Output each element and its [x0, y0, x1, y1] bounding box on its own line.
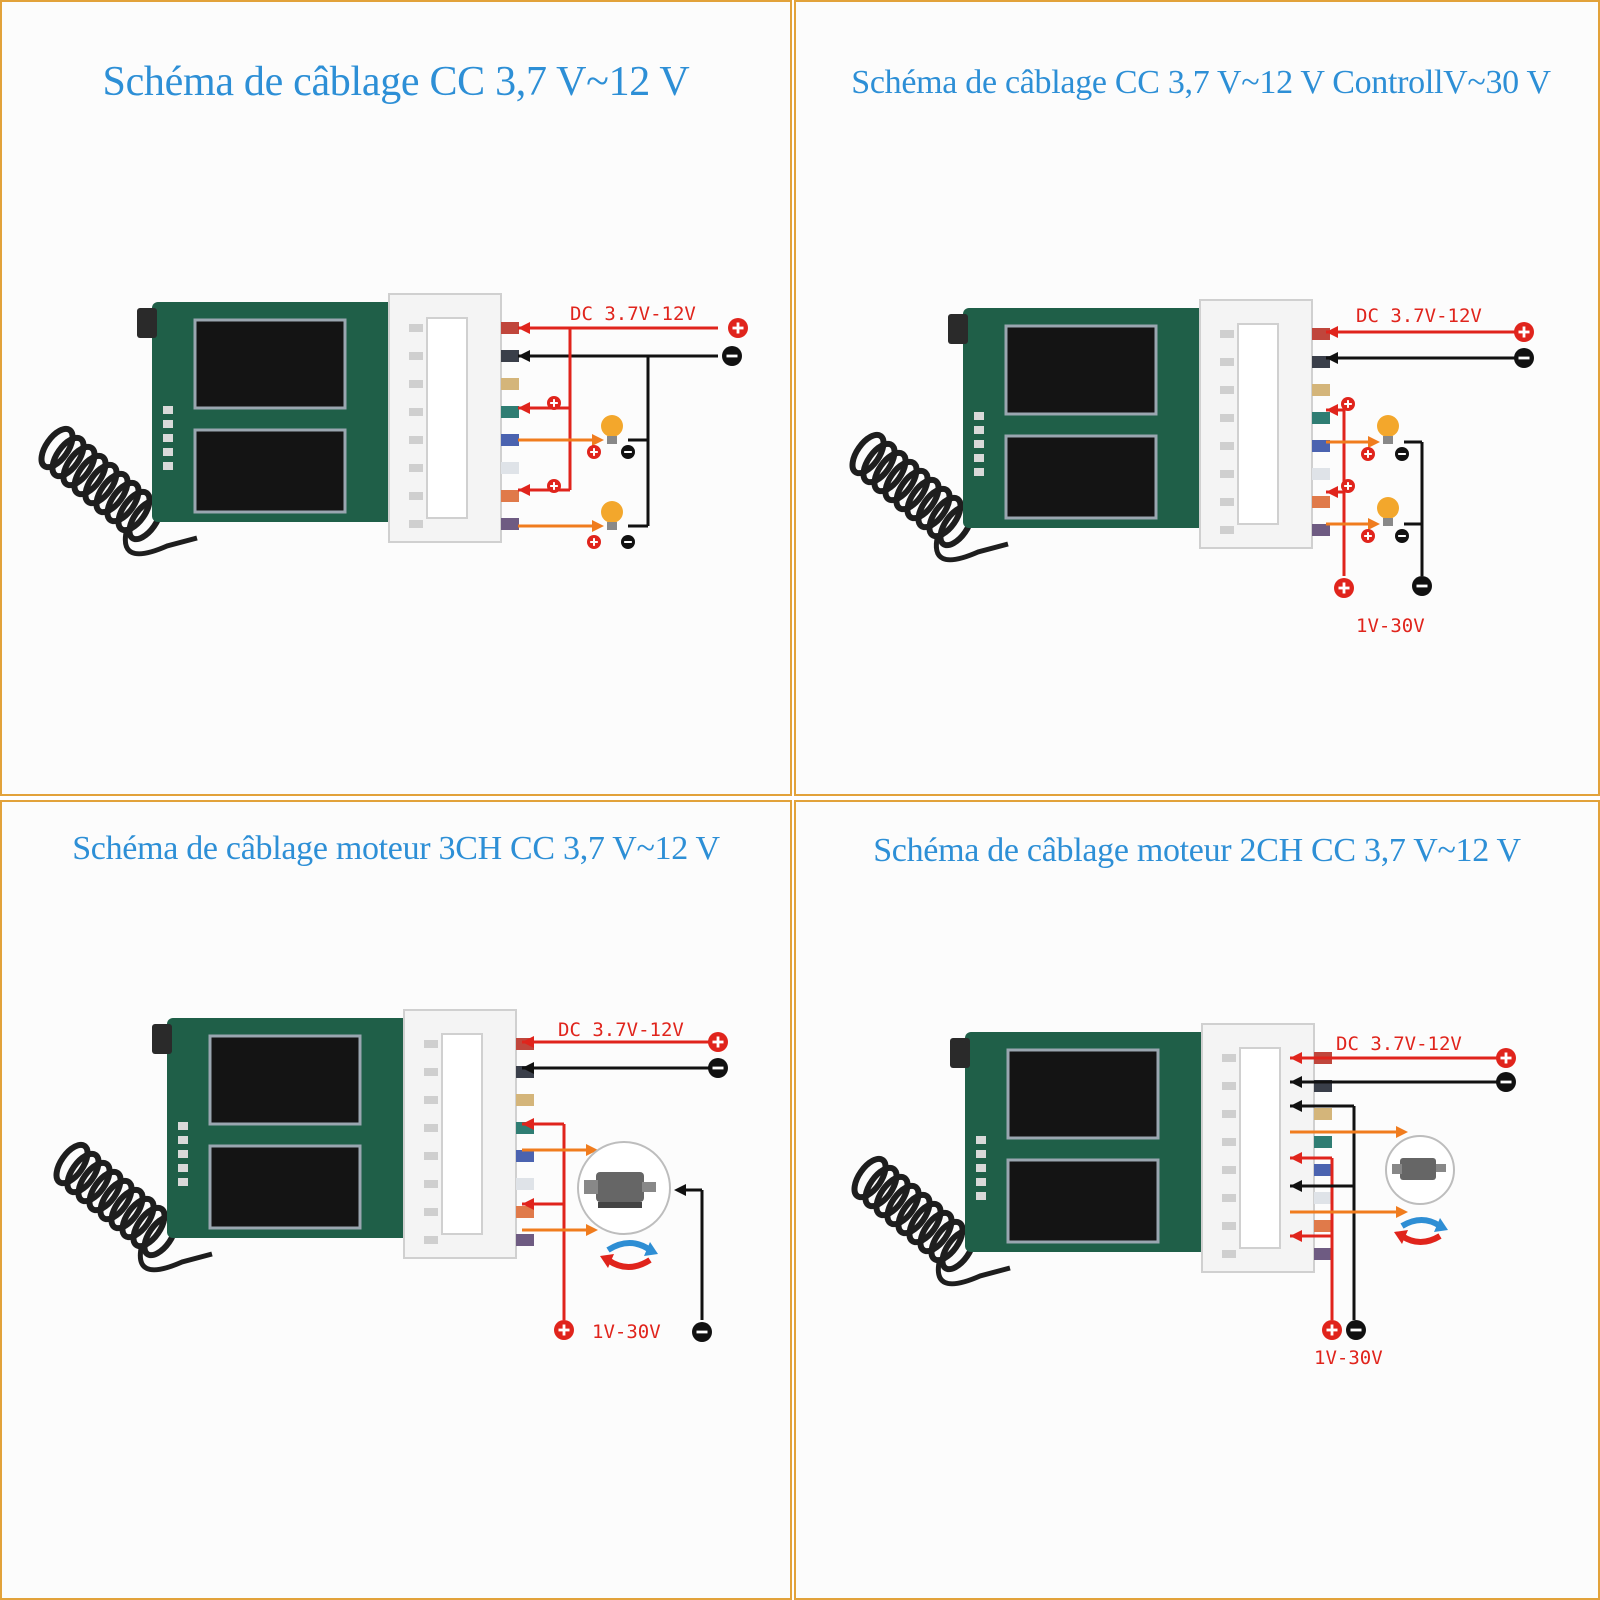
lamp-icon: [1377, 415, 1399, 444]
receiver-module: [849, 299, 1330, 563]
receiver-module: [53, 1009, 534, 1273]
control-voltage-label: 1V-30V: [1356, 615, 1425, 637]
negative-terminal-icon: [1395, 529, 1409, 543]
rotation-arrows-icon: [600, 1240, 658, 1270]
positive-terminal-icon: [728, 318, 748, 338]
wiring-diagram: DC 3.7V-12V: [851, 1023, 1516, 1369]
negative-terminal-icon: [708, 1058, 728, 1078]
positive-terminal-icon: [1361, 529, 1375, 543]
motor-icon: [1385, 1135, 1455, 1205]
wiring-diagram: DC 3.7V-12V: [849, 299, 1534, 637]
negative-terminal-icon: [1412, 576, 1432, 596]
negative-terminal-icon: [692, 1322, 712, 1342]
negative-terminal-icon: [1346, 1320, 1366, 1340]
supply-voltage-label: DC 3.7V-12V: [1356, 305, 1482, 327]
wiring-diagram: DC 3.7V-12V: [38, 293, 748, 557]
positive-terminal-icon: [554, 1320, 574, 1340]
positive-terminal-icon: [587, 535, 601, 549]
negative-terminal-icon: [722, 346, 742, 366]
negative-terminal-icon: [621, 535, 635, 549]
positive-terminal-icon: [1514, 322, 1534, 342]
supply-voltage-label: DC 3.7V-12V: [570, 303, 696, 325]
control-voltage-label: 1V-30V: [592, 1321, 661, 1343]
positive-terminal-icon: [1334, 578, 1354, 598]
panel-wiring-lamps-controlled: Schéma de câblage CC 3,7 V~12 V Controll…: [794, 0, 1600, 796]
negative-terminal-icon: [1514, 348, 1534, 368]
wires: [1290, 1052, 1500, 1320]
receiver-module: [38, 293, 519, 557]
lamp-icon: [601, 501, 623, 530]
rotation-arrows-icon: [1394, 1217, 1448, 1245]
positive-terminal-icon: [1496, 1048, 1516, 1068]
supply-voltage-label: DC 3.7V-12V: [558, 1019, 684, 1041]
positive-terminal-icon: [1341, 479, 1355, 493]
negative-terminal-icon: [1496, 1072, 1516, 1092]
panel-wiring-motor-3ch: Schéma de câblage moteur 3CH CC 3,7 V~12…: [0, 800, 792, 1600]
panel-title: Schéma de câblage CC 3,7 V~12 V: [102, 59, 690, 105]
positive-terminal-icon: [587, 445, 601, 459]
positive-terminal-icon: [547, 396, 561, 410]
lamp-icon: [601, 415, 623, 444]
positive-terminal-icon: [1322, 1320, 1342, 1340]
wiring-diagram: DC 3.7V-12V: [53, 1009, 728, 1343]
panel-title: Schéma de câblage moteur 2CH CC 3,7 V~12…: [873, 832, 1521, 869]
negative-terminal-icon: [621, 445, 635, 459]
wires: [522, 1036, 714, 1320]
positive-terminal-icon: [1341, 397, 1355, 411]
wires: [1326, 326, 1524, 576]
positive-terminal-icon: [547, 479, 561, 493]
panel-wiring-motor-2ch: Schéma de câblage moteur 2CH CC 3,7 V~12…: [794, 800, 1600, 1600]
control-voltage-label: 1V-30V: [1314, 1347, 1383, 1369]
panel-wiring-lamps-dc: Schéma de câblage CC 3,7 V~12 V DC 3.7V-…: [0, 0, 792, 796]
positive-terminal-icon: [1361, 447, 1375, 461]
panel-title: Schéma de câblage CC 3,7 V~12 V Controll…: [851, 64, 1551, 101]
panel-title: Schéma de câblage moteur 3CH CC 3,7 V~12…: [72, 830, 720, 867]
motor-icon: [577, 1141, 671, 1235]
supply-voltage-label: DC 3.7V-12V: [1336, 1033, 1462, 1055]
negative-terminal-icon: [1395, 447, 1409, 461]
positive-terminal-icon: [708, 1032, 728, 1052]
lamp-icon: [1377, 497, 1399, 526]
receiver-module: [851, 1023, 1332, 1287]
wires: [518, 322, 718, 532]
